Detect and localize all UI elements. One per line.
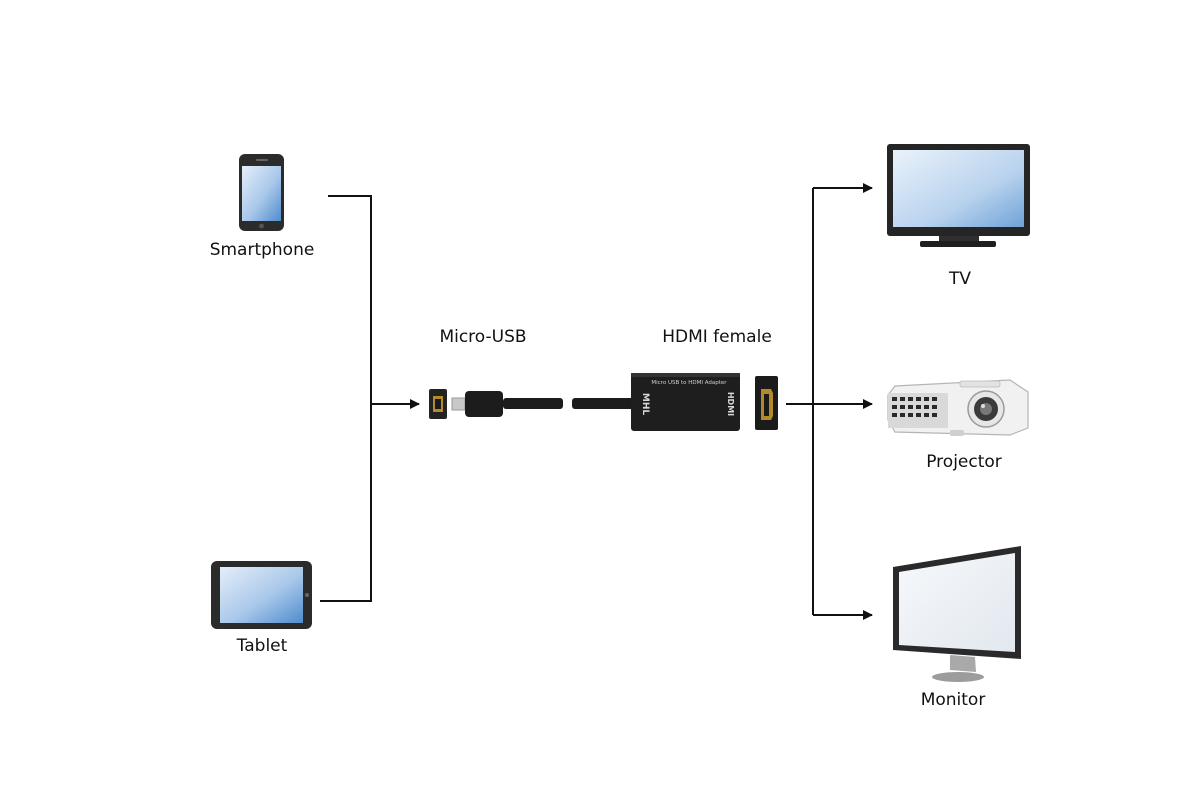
hdmi-port-icon — [755, 376, 778, 430]
tv-icon — [887, 144, 1030, 247]
tablet-label: Tablet — [236, 636, 288, 656]
monitor-label: Monitor — [920, 690, 986, 710]
adapter-logo-text: MHL — [640, 393, 650, 415]
smartphone-connector — [320, 195, 372, 602]
source-connector-lines — [320, 195, 420, 602]
adapter-port-text: HDMI — [726, 392, 735, 416]
tv-label: TV — [948, 269, 972, 289]
micro-usb-cable-icon — [451, 391, 634, 417]
adapter-body-text: Micro USB to HDMI Adapter — [651, 380, 727, 386]
mhl-adapter-icon: Micro USB to HDMI Adapter MHL HDMI — [631, 373, 740, 431]
projector-label: Projector — [926, 452, 1002, 472]
micro-usb-port-icon — [429, 389, 447, 419]
projector-icon — [887, 379, 1029, 436]
monitor-icon — [893, 546, 1021, 682]
tablet-icon — [211, 561, 312, 629]
output-connector-lines — [786, 183, 873, 620]
smartphone-icon — [239, 154, 284, 231]
smartphone-label: Smartphone — [209, 240, 315, 260]
hdmi-female-label: HDMI female — [662, 327, 772, 347]
micro-usb-label: Micro-USB — [439, 327, 527, 347]
